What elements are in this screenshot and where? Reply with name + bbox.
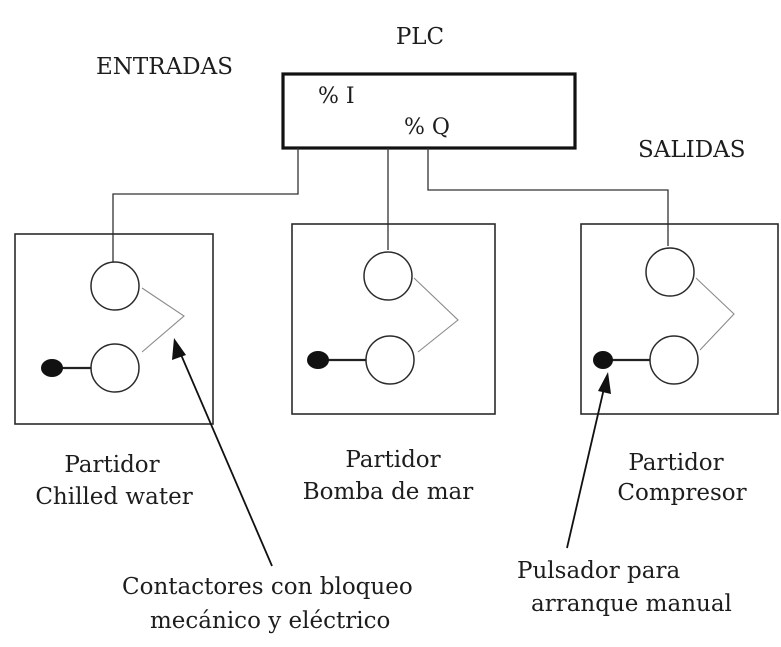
starter-3-line1: Partidor	[628, 450, 723, 476]
plc-title: PLC	[396, 24, 444, 50]
coil-lower	[365, 335, 415, 385]
coil-lower	[90, 343, 140, 393]
starter-box	[291, 223, 496, 415]
starter-1-line2: Chilled water	[35, 484, 192, 510]
starter-2-line1: Partidor	[345, 447, 440, 473]
interlock-line	[413, 277, 459, 353]
entradas-label: ENTRADAS	[96, 54, 233, 80]
pushbutton-icon	[41, 359, 63, 377]
coil-upper	[90, 261, 140, 311]
starter-chilled-water	[14, 233, 214, 425]
contactors-note-line1: Contactores con bloqueo	[122, 574, 413, 600]
starter-compresor	[580, 223, 779, 415]
pushbutton-arrow-line	[566, 383, 606, 549]
salidas-label: SALIDAS	[638, 137, 746, 163]
starter-box	[580, 223, 779, 415]
starter-bomba-de-mar	[291, 223, 496, 415]
starter-2-line2: Bomba de mar	[303, 479, 473, 505]
pushbutton-icon	[307, 351, 329, 369]
wire-chilled-water	[112, 148, 299, 262]
pushbutton-note-line1: Pulsador para	[517, 558, 680, 584]
starter-3-line2: Compresor	[617, 480, 746, 506]
interlock-line	[141, 287, 185, 353]
pushbutton-icon	[593, 351, 613, 369]
starter-box	[14, 233, 214, 425]
starter-1-line1: Partidor	[64, 452, 159, 478]
pushbutton-note-line2: arranque manual	[531, 591, 732, 617]
coil-upper	[363, 251, 413, 301]
contactors-arrowhead	[172, 338, 186, 360]
pushbutton-arrowhead	[598, 372, 611, 394]
interlock-line	[695, 277, 735, 351]
coil-lower	[649, 335, 699, 385]
coil-upper	[645, 247, 695, 297]
plc-box	[281, 72, 577, 150]
plc-input-label: % I	[318, 84, 355, 109]
contactors-arrow-line	[178, 349, 273, 567]
wire-compresor	[427, 148, 669, 246]
plc-output-label: % Q	[404, 115, 450, 140]
contactors-note-line2: mecánico y eléctrico	[150, 608, 390, 634]
